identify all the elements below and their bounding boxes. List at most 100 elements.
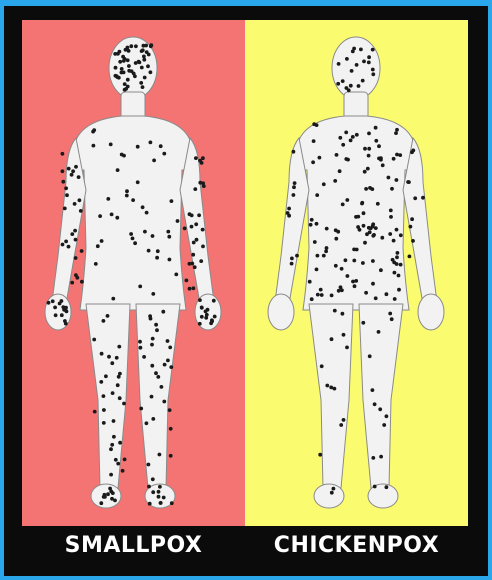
- rash-spot: [118, 372, 122, 376]
- rash-spot: [407, 180, 411, 184]
- rash-spot: [47, 301, 51, 305]
- rash-spot: [204, 310, 208, 314]
- rash-spot: [64, 186, 68, 190]
- rash-spot: [99, 380, 103, 384]
- rash-spot: [61, 152, 65, 156]
- rash-spot: [141, 205, 145, 209]
- rash-spot: [292, 150, 296, 154]
- rash-spot: [344, 131, 348, 135]
- rash-spot: [371, 456, 375, 460]
- rash-spot: [333, 179, 337, 183]
- rash-spot: [151, 234, 155, 238]
- rash-spot: [112, 419, 116, 423]
- rash-spot: [325, 246, 329, 250]
- rash-spot: [185, 279, 189, 283]
- rash-spot: [367, 61, 371, 65]
- rash-spot: [61, 305, 65, 309]
- rash-spot: [319, 288, 323, 292]
- rash-spot: [100, 239, 104, 243]
- rash-spot: [157, 495, 161, 499]
- rash-spot: [390, 187, 394, 191]
- rash-spot: [336, 82, 340, 86]
- rash-spot: [385, 292, 389, 296]
- rash-spot: [350, 69, 354, 73]
- rash-spot: [371, 48, 375, 52]
- rash-spot: [147, 485, 151, 489]
- rash-spot: [70, 232, 74, 236]
- rash-spot: [168, 408, 172, 412]
- chickenpox-label: CHICKENPOX: [245, 532, 468, 560]
- rash-spot: [127, 49, 131, 53]
- rash-spot: [92, 338, 96, 342]
- rash-spot: [123, 458, 127, 462]
- rash-spot: [341, 203, 345, 207]
- rash-spot: [200, 161, 204, 165]
- rash-spot: [395, 255, 399, 259]
- smallpox-panel: [22, 20, 245, 526]
- rash-spot: [367, 226, 371, 230]
- rash-spot: [193, 187, 197, 191]
- rash-spot: [170, 501, 174, 505]
- rash-spot: [191, 253, 195, 257]
- rash-spot: [91, 130, 95, 134]
- rash-spot: [74, 256, 78, 260]
- rash-spot: [61, 243, 65, 247]
- rash-spot: [188, 212, 192, 216]
- rash-spot: [197, 213, 201, 217]
- rash-spot: [351, 135, 355, 139]
- rash-spot: [149, 43, 153, 47]
- rash-spot: [150, 395, 154, 399]
- rash-spot: [70, 173, 74, 177]
- rash-spot: [94, 262, 98, 266]
- rash-spot: [144, 44, 148, 48]
- rash-spot: [145, 211, 149, 215]
- rash-spot: [371, 388, 375, 392]
- rash-spot: [368, 186, 372, 190]
- rash-spot: [121, 469, 125, 473]
- rash-spot: [366, 167, 370, 171]
- rash-spot: [114, 66, 118, 70]
- rash-spot: [54, 313, 58, 317]
- rash-spot: [151, 292, 155, 296]
- rash-spot: [356, 225, 360, 229]
- rash-spot: [194, 156, 198, 160]
- rash-spot: [330, 491, 334, 495]
- rash-spot: [149, 317, 153, 321]
- rash-spot: [138, 285, 142, 289]
- rash-spot: [385, 414, 389, 418]
- rash-spot: [98, 214, 102, 218]
- rash-spot: [159, 501, 163, 505]
- rash-spot: [142, 58, 146, 62]
- rash-spot: [114, 458, 118, 462]
- rash-spot: [151, 417, 155, 421]
- rash-spot: [64, 308, 68, 312]
- rash-spot: [347, 88, 351, 92]
- rash-spot: [362, 60, 366, 64]
- rash-spot: [310, 218, 314, 222]
- rash-spot: [354, 279, 358, 283]
- rash-spot: [102, 408, 106, 412]
- rash-spot: [362, 211, 366, 215]
- body-left-foot: [314, 484, 344, 508]
- rash-spot: [339, 423, 343, 427]
- rash-spot: [363, 147, 367, 151]
- chickenpox-body-figure: [245, 20, 468, 526]
- rash-spot: [337, 62, 341, 66]
- rash-spot: [312, 122, 316, 126]
- rash-spot: [377, 144, 381, 148]
- rash-spot: [200, 306, 204, 310]
- rash-spot: [162, 400, 166, 404]
- rash-spot: [377, 157, 381, 161]
- rash-spot: [330, 337, 334, 341]
- rash-spot: [395, 178, 399, 182]
- rash-spot: [176, 219, 180, 223]
- rash-spot: [200, 315, 204, 319]
- rash-spot: [131, 198, 135, 202]
- rash-spot: [393, 271, 397, 275]
- rash-spot: [136, 145, 140, 149]
- rash-spot: [371, 234, 375, 238]
- rash-spot: [67, 167, 71, 171]
- rash-spot: [126, 78, 130, 82]
- rash-spot: [142, 355, 146, 359]
